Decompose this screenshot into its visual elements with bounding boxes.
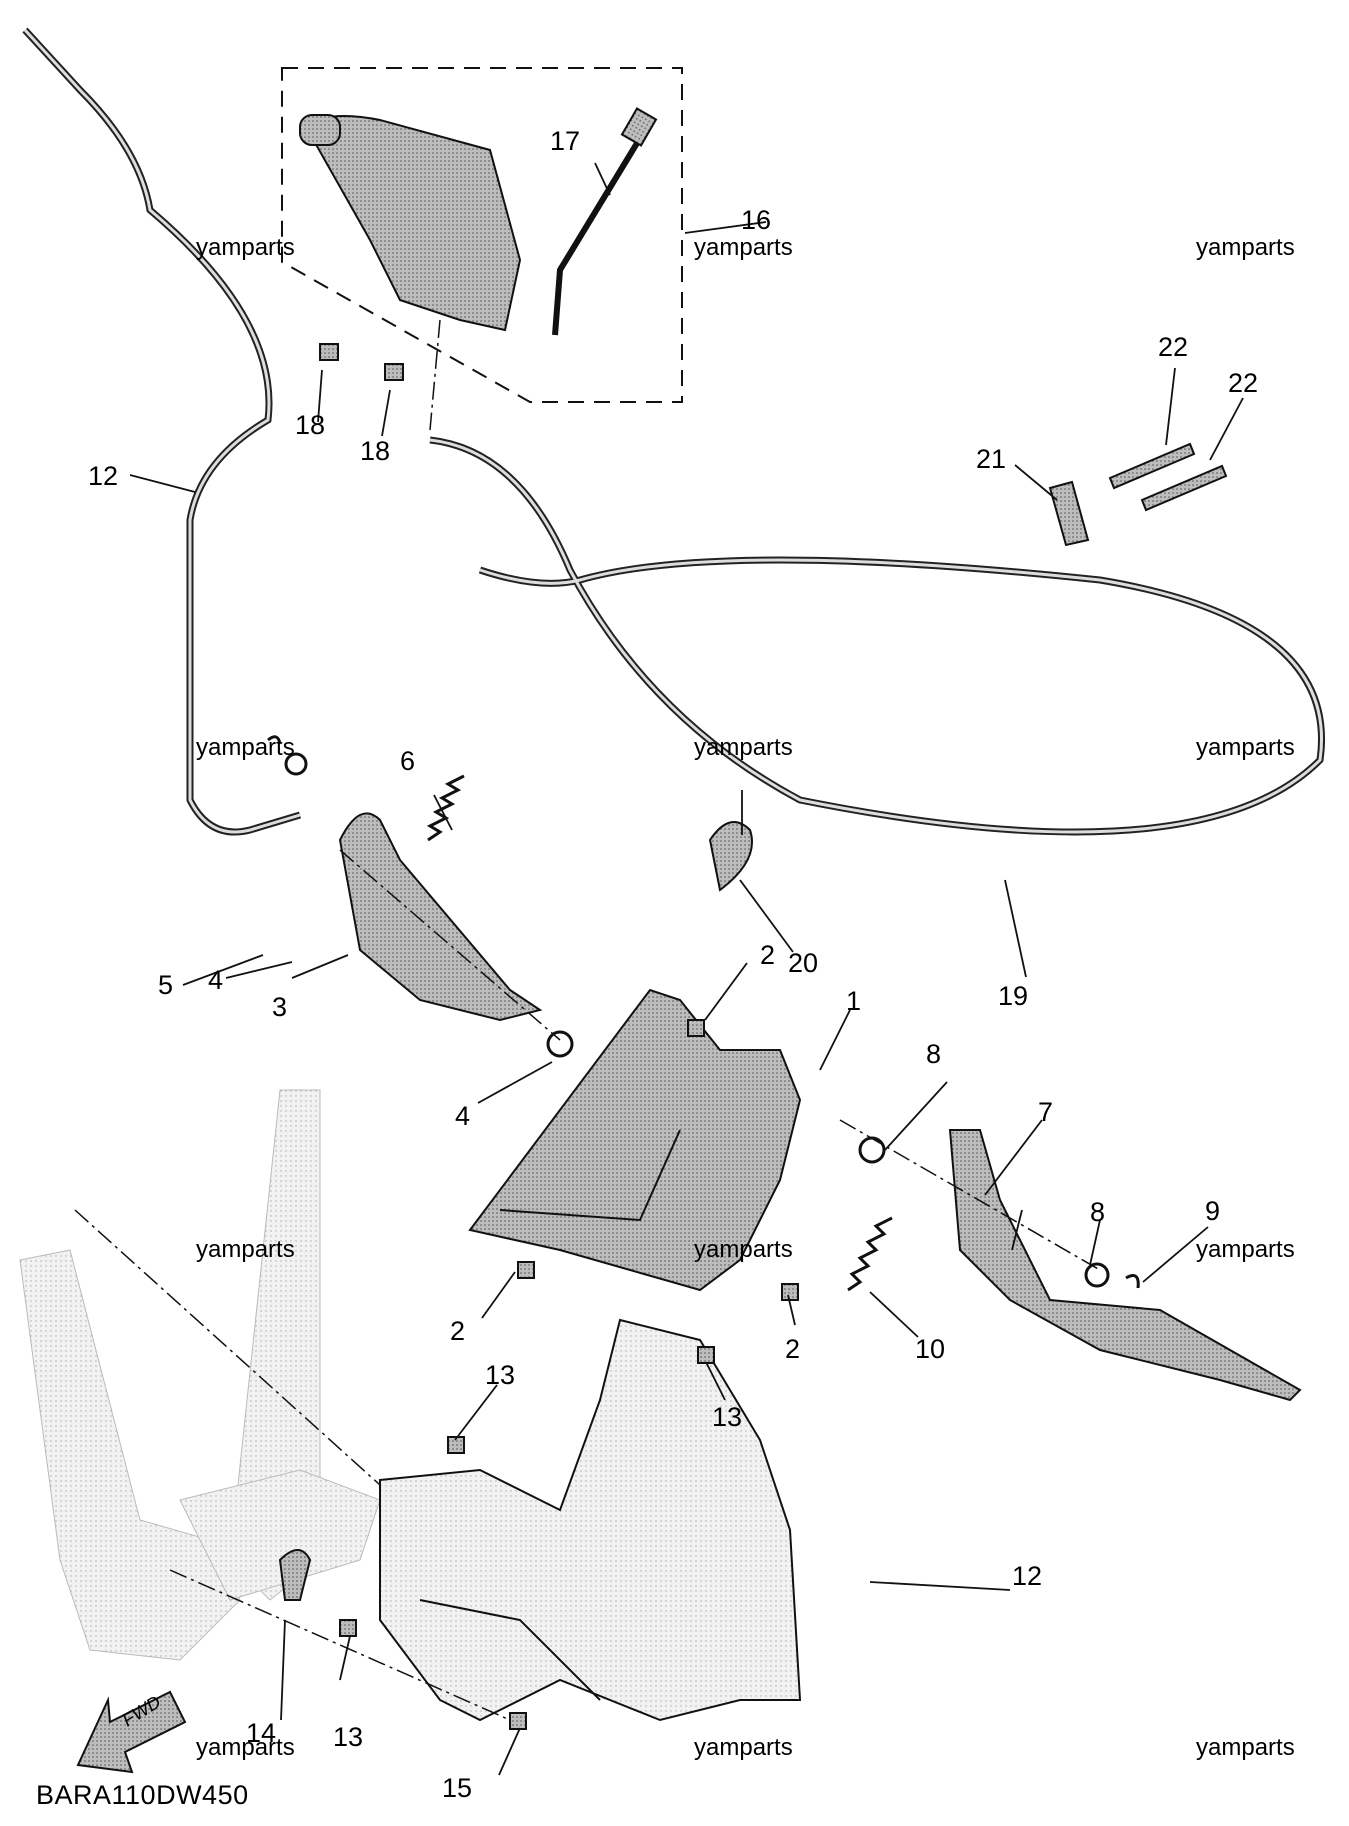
lever-16 — [299, 114, 522, 332]
rod-17 — [552, 128, 648, 336]
watermark: yamparts — [1196, 234, 1295, 261]
spring-10 — [847, 1216, 893, 1292]
cable-11 — [22, 27, 302, 836]
callout-18b: 18 — [360, 436, 391, 466]
callout-22: 22 — [1158, 332, 1189, 362]
watermark: yamparts — [196, 1236, 295, 1263]
washers — [267, 735, 1140, 1289]
watermark: yamparts — [196, 234, 295, 261]
callout-13b: 13 — [712, 1402, 743, 1432]
rubber-22a — [1108, 442, 1196, 490]
watermark: yamparts — [694, 1236, 793, 1263]
callout-9: 9 — [1205, 1196, 1221, 1226]
callout-18: 18 — [295, 410, 326, 440]
dashed-box-16 — [281, 67, 683, 403]
callout-11: 12 — [88, 461, 119, 491]
bracket-1 — [468, 988, 802, 1292]
watermark: yamparts — [694, 234, 793, 261]
watermark: yamparts — [196, 1734, 295, 1761]
cover-12 — [379, 1318, 802, 1722]
clamp-20 — [708, 821, 753, 892]
callout-8: 8 — [926, 1039, 942, 1069]
spring-6 — [426, 774, 465, 842]
watermark: yamparts — [694, 734, 793, 761]
callout-5: 5 — [158, 970, 174, 1000]
callout-19: 19 — [998, 981, 1029, 1011]
bolts-18 — [319, 343, 404, 381]
callout-2: 2 — [760, 940, 776, 970]
callout-7: 7 — [1038, 1097, 1054, 1127]
callout-3: 3 — [272, 992, 288, 1022]
watermark: yamparts — [196, 734, 295, 761]
leader-lines — [129, 162, 1244, 1776]
callout-2b: 2 — [450, 1316, 466, 1346]
lever-3 — [338, 812, 543, 1022]
watermark: yamparts — [694, 1734, 793, 1761]
watermark: yamparts — [1196, 1236, 1295, 1263]
callout-17: 17 — [550, 126, 581, 156]
callout-2c: 2 — [785, 1334, 801, 1364]
callout-8b: 8 — [1090, 1197, 1106, 1227]
callout-15: 15 — [442, 1773, 473, 1803]
callout-1: 1 — [846, 986, 862, 1016]
rubber-22b — [1140, 464, 1228, 512]
callout-12: 12 — [1012, 1561, 1043, 1591]
bracket-14 — [278, 1549, 312, 1601]
callout-13: 13 — [485, 1360, 516, 1390]
callout-6: 6 — [400, 746, 416, 776]
cable-19 — [429, 436, 1325, 836]
callout-4b: 4 — [455, 1101, 471, 1131]
callout-14: 14 — [246, 1718, 277, 1748]
center-lines — [74, 319, 1101, 1721]
callout-20: 20 — [788, 948, 819, 978]
callout-4: 4 — [208, 965, 224, 995]
callout-10: 10 — [915, 1334, 946, 1364]
fwd-arrow — [76, 1690, 187, 1774]
pedal-7 — [948, 1129, 1302, 1402]
frame-shape — [19, 1089, 381, 1661]
callout-21: 21 — [976, 444, 1007, 474]
callout-22b: 22 — [1228, 368, 1259, 398]
watermark: yamparts — [1196, 1734, 1295, 1761]
callout-16: 16 — [741, 205, 772, 235]
strap-21 — [1048, 480, 1090, 547]
watermark: yamparts — [1196, 734, 1295, 761]
callout-13c: 13 — [333, 1722, 364, 1752]
diagram-code: BARA110DW450 — [36, 1780, 249, 1810]
